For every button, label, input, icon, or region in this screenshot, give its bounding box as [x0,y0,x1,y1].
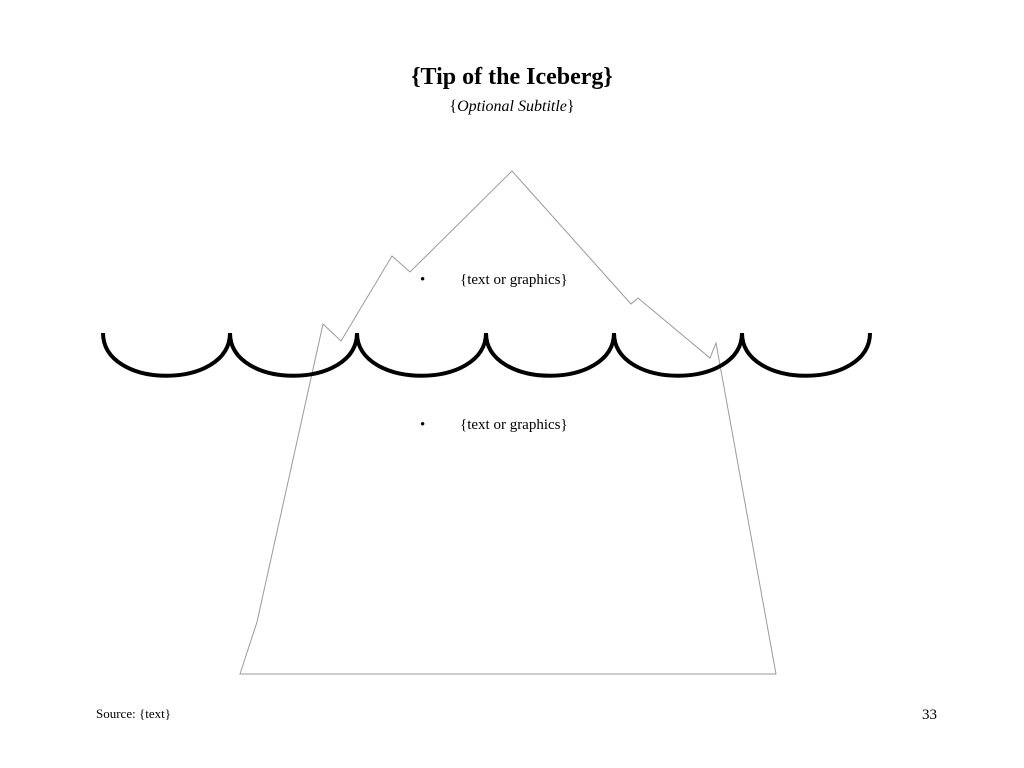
above-water-bullet: • {text or graphics} [420,270,568,290]
subtitle-close-brace: } [566,98,575,115]
bullet-dot: • [420,417,426,433]
bullet-dot: • [420,272,426,288]
iceberg-shape [239,170,777,675]
below-water-bullet: • {text or graphics} [420,415,568,435]
subtitle-open-brace: { [449,98,458,115]
title-block: {Tip of the Iceberg} {Optional Subtitle} [0,62,1024,118]
slide-subtitle: {Optional Subtitle} [0,96,1024,118]
above-water-text: {text or graphics} [460,272,568,288]
slide-title: {Tip of the Iceberg} [411,64,613,90]
subtitle-text: Optional Subtitle [457,98,567,115]
page-number: 33 [922,707,937,723]
source-note: Source: {text} [96,706,171,721]
below-water-text: {text or graphics} [460,417,568,433]
water-waves [101,332,872,378]
